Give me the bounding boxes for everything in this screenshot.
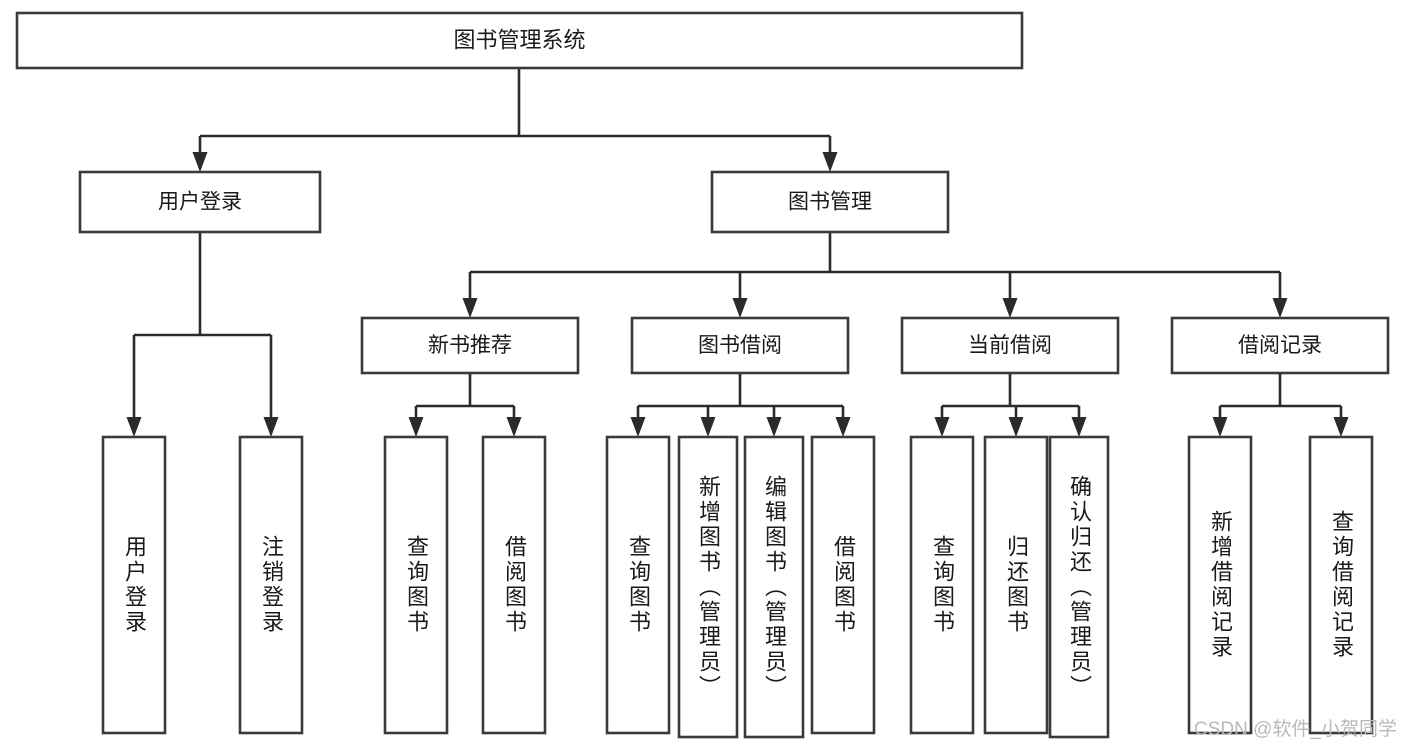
leaf-node-box-10[interactable] <box>1048 435 1110 739</box>
arrow-to-leaf-borrow-book-2 <box>835 417 851 437</box>
arrow-to-leaf-edit-book <box>766 417 782 437</box>
level3-node-label-2: 当前借阅 <box>968 334 1052 357</box>
leaf-node-box-4[interactable] <box>605 435 671 735</box>
leaf-node-box-2[interactable] <box>383 435 449 735</box>
arrow-to-leaf-logout <box>263 417 279 437</box>
arrow-to-leaf-query-book-1 <box>408 417 424 437</box>
arrow-heads-layer <box>126 152 1349 437</box>
arrow-to-current-borrow <box>1002 298 1018 318</box>
leaf-node-box-6[interactable] <box>743 435 805 739</box>
leaf-node-box-11[interactable] <box>1187 435 1253 735</box>
connectors-layer <box>132 68 1343 419</box>
leaf-node-box-12[interactable] <box>1308 435 1374 735</box>
arrow-to-new-book <box>462 298 478 318</box>
level3-node-box-0[interactable] <box>360 316 580 375</box>
watermark-text: CSDN @软件_小贺同学 <box>1194 719 1397 740</box>
arrow-to-borrow-record <box>1272 298 1288 318</box>
level3-node-label-0: 新书推荐 <box>428 334 512 357</box>
root-node-label: 图书管理系统 <box>453 27 585 52</box>
leaf-node-box-5[interactable] <box>677 435 739 739</box>
leaf-node-box-3[interactable] <box>481 435 547 735</box>
arrow-to-book-manage <box>822 152 838 172</box>
arrow-to-leaf-query-book-2 <box>630 417 646 437</box>
level2-node-box-1[interactable] <box>710 170 950 234</box>
level3-node-label-1: 图书借阅 <box>698 334 782 357</box>
arrow-to-leaf-add-record <box>1212 417 1228 437</box>
leaf-node-box-0[interactable] <box>101 435 167 735</box>
leaf-node-box-9[interactable] <box>983 435 1049 735</box>
leaf-node-box-8[interactable] <box>909 435 975 735</box>
arrow-to-leaf-confirm-return <box>1071 417 1087 437</box>
arrow-to-leaf-query-book-3 <box>934 417 950 437</box>
root-node-box[interactable] <box>15 11 1024 70</box>
leaf-node-box-1[interactable] <box>238 435 304 735</box>
arrow-to-leaf-add-book <box>700 417 716 437</box>
level3-node-box-1[interactable] <box>630 316 850 375</box>
node-boxes-layer <box>15 11 1390 739</box>
level3-node-box-2[interactable] <box>900 316 1120 375</box>
leaf-node-box-7[interactable] <box>810 435 876 735</box>
level3-node-box-3[interactable] <box>1170 316 1390 375</box>
arrow-to-leaf-user-login <box>126 417 142 437</box>
arrow-to-book-borrow <box>732 298 748 318</box>
arrow-to-leaf-return-book <box>1008 417 1024 437</box>
arrow-to-leaf-query-record <box>1333 417 1349 437</box>
level2-node-label-0: 用户登录 <box>158 191 242 214</box>
arrow-to-leaf-borrow-book-1 <box>506 417 522 437</box>
level2-node-box-0[interactable] <box>78 170 322 234</box>
arrow-to-user-login <box>192 152 208 172</box>
level3-node-label-3: 借阅记录 <box>1238 334 1322 357</box>
level2-node-label-1: 图书管理 <box>788 191 872 214</box>
